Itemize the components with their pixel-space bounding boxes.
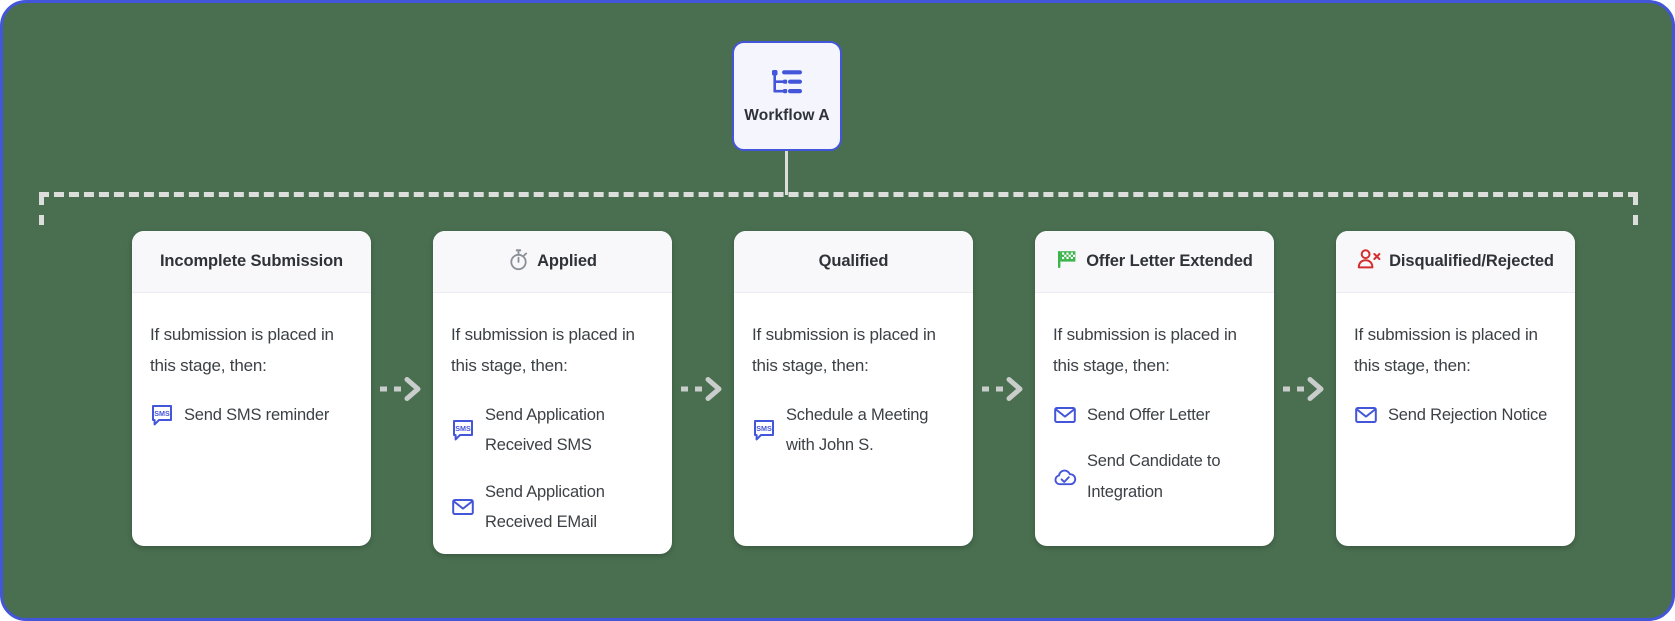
svg-text:SMS: SMS: [756, 425, 772, 434]
stage-actions-list: Send Rejection Notice: [1354, 400, 1557, 431]
action-label: Send Offer Letter: [1087, 405, 1210, 424]
connector-arrow-1: [371, 231, 433, 546]
action-item[interactable]: Send Application Received EMail: [451, 477, 654, 538]
action-item[interactable]: Send Offer Letter: [1053, 400, 1256, 431]
sms-bubble-icon: SMS: [752, 418, 776, 442]
stage-card-offer-letter-extended[interactable]: Offer Letter Extended If submission is p…: [1035, 231, 1274, 546]
stage-title: Qualified: [818, 252, 889, 270]
stage-header: Applied: [433, 231, 672, 293]
stopwatch-icon: [508, 248, 529, 276]
stage-header: Qualified: [734, 231, 973, 293]
stage-condition-text: If submission is placed in this stage, t…: [752, 325, 936, 376]
action-label: Send Application Received SMS: [485, 405, 605, 455]
connector-arrow-4: [1274, 231, 1336, 546]
action-item[interactable]: SMS Send SMS reminder: [150, 400, 353, 431]
envelope-icon: [451, 495, 475, 519]
action-label: Send SMS reminder: [184, 405, 330, 424]
connector-arrow-2: [672, 231, 734, 546]
checkered-flag-icon: [1056, 248, 1078, 275]
stage-card-row: Incomplete Submission If submission is p…: [3, 231, 1672, 554]
person-remove-icon: [1357, 248, 1381, 275]
stage-title: Incomplete Submission: [159, 252, 344, 270]
stage-header: Disqualified/Rejected: [1336, 231, 1575, 293]
stage-actions-list: Send Offer Letter Send Candidate to Inte…: [1053, 400, 1256, 508]
stage-actions-list: SMS Send Application Received SMS Se: [451, 400, 654, 538]
action-label: Send Application Received EMail: [485, 482, 605, 532]
stage-body: If submission is placed in this stage, t…: [132, 293, 371, 446]
stage-card-incomplete-submission[interactable]: Incomplete Submission If submission is p…: [132, 231, 371, 546]
svg-text:SMS: SMS: [154, 409, 170, 418]
stage-condition-text: If submission is placed in this stage, t…: [1053, 325, 1237, 376]
bracket-horizontal-line: [39, 192, 1638, 197]
stage-title: Offer Letter Extended: [1086, 252, 1253, 270]
stage-actions-list: SMS Send SMS reminder: [150, 400, 353, 431]
action-label: Send Candidate to Integration: [1087, 452, 1221, 501]
action-item[interactable]: SMS Schedule a Meeting with John S.: [752, 400, 955, 461]
connector-arrow-3: [973, 231, 1035, 546]
action-item[interactable]: SMS Send Application Received SMS: [451, 400, 654, 461]
stage-card-applied[interactable]: Applied If submission is placed in this …: [433, 231, 672, 554]
stage-title: Applied: [537, 252, 597, 270]
stage-title: Disqualified/Rejected: [1389, 252, 1554, 270]
stage-header: Offer Letter Extended: [1035, 231, 1274, 293]
stage-body: If submission is placed in this stage, t…: [1035, 293, 1274, 523]
action-item[interactable]: Send Candidate to Integration: [1053, 446, 1256, 507]
workflow-node-label: Workflow A: [744, 107, 830, 124]
stage-body: If submission is placed in this stage, t…: [433, 293, 672, 554]
sms-bubble-icon: SMS: [451, 418, 475, 442]
stage-card-disqualified-rejected[interactable]: Disqualified/Rejected If submission is p…: [1336, 231, 1575, 546]
envelope-icon: [1053, 403, 1077, 427]
workflow-stem-connector: [785, 151, 788, 195]
stage-actions-list: SMS Schedule a Meeting with John S.: [752, 400, 955, 461]
bracket-left-drop: [39, 195, 44, 225]
workflow-tree-icon: [770, 67, 804, 97]
stage-header: Incomplete Submission: [132, 231, 371, 293]
sms-bubble-icon: SMS: [150, 403, 174, 427]
action-label: Send Rejection Notice: [1388, 405, 1548, 424]
bracket-right-drop: [1633, 195, 1638, 225]
cloud-check-icon: [1053, 465, 1077, 489]
envelope-icon: [1354, 403, 1378, 427]
action-item[interactable]: Send Rejection Notice: [1354, 400, 1557, 431]
stage-condition-text: If submission is placed in this stage, t…: [150, 325, 334, 376]
stage-body: If submission is placed in this stage, t…: [1336, 293, 1575, 446]
workflow-root-node[interactable]: Workflow A: [732, 41, 842, 151]
svg-text:SMS: SMS: [455, 425, 471, 434]
stage-body: If submission is placed in this stage, t…: [734, 293, 973, 477]
action-label: Schedule a Meeting with John S.: [786, 405, 929, 455]
stage-condition-text: If submission is placed in this stage, t…: [451, 325, 635, 376]
stage-card-qualified[interactable]: Qualified If submission is placed in thi…: [734, 231, 973, 546]
stage-condition-text: If submission is placed in this stage, t…: [1354, 325, 1538, 376]
